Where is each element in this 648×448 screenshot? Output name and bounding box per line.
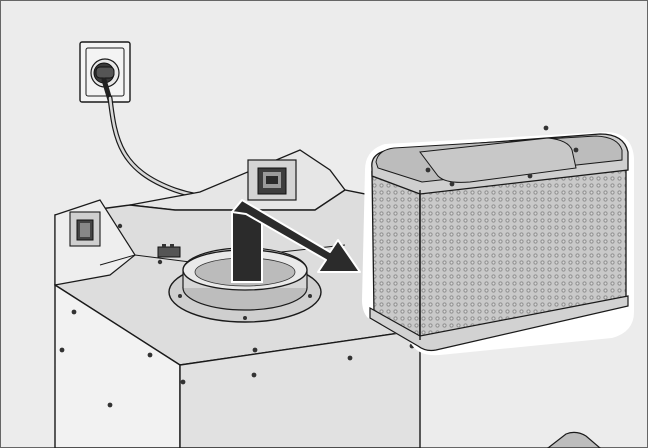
partial-object-corner [547, 431, 601, 448]
housing-screws [59, 223, 415, 408]
deck-connector [157, 244, 181, 258]
left-mounting-bracket [69, 211, 101, 247]
charcoal-filter-icon [362, 125, 634, 356]
power-plug-icon [93, 62, 115, 103]
rear-mounting-bracket [247, 159, 297, 201]
arrow-icon [231, 199, 361, 283]
